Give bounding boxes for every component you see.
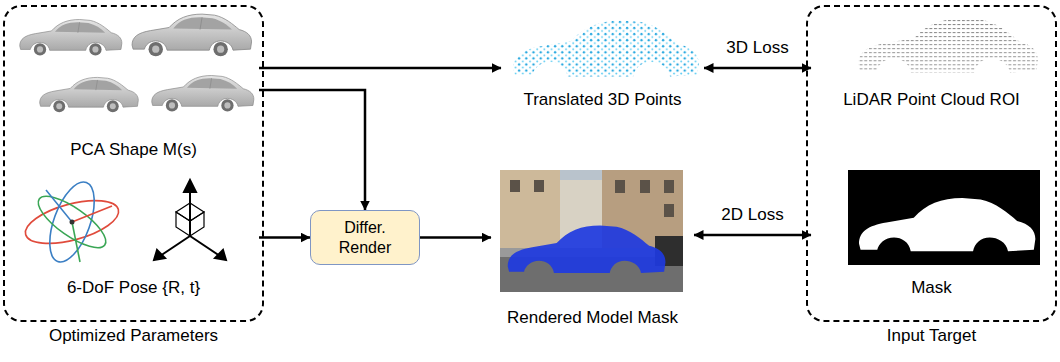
node-label: Differ. Render	[329, 218, 401, 256]
node-label: Rendered Model Mask	[491, 308, 694, 328]
flow-arrow	[259, 67, 501, 70]
car-model	[152, 76, 254, 112]
axis-head	[154, 250, 165, 260]
loss-arrow	[704, 67, 811, 70]
mask-ground	[848, 170, 1040, 265]
sky	[500, 170, 683, 292]
building	[500, 170, 560, 250]
blue-car-mask	[508, 225, 666, 273]
edge-label: 3D Loss	[723, 38, 791, 58]
mask-render-panel: Rendered Model Mask	[491, 168, 694, 330]
cube-face	[176, 212, 190, 236]
flow-arrow	[259, 236, 310, 239]
window	[664, 204, 674, 217]
rendered-photo	[500, 170, 683, 292]
car-models	[20, 14, 254, 112]
parameter-group: Optimized ParametersPCA Shape M(s)6-DoF …	[3, 5, 264, 322]
points-panel: Translated 3D Points	[501, 8, 704, 112]
node-label: LiDAR Point Cloud ROI	[811, 90, 1052, 110]
axis-head	[184, 180, 196, 192]
window	[510, 180, 520, 192]
loss-arrow	[694, 234, 811, 237]
flow-arrow	[259, 90, 365, 210]
point-cloud	[513, 20, 699, 76]
axis-line	[190, 236, 220, 256]
render-box: Differ. Render	[310, 210, 420, 265]
flow-arrow	[420, 236, 491, 239]
car-model	[20, 20, 122, 56]
car-model	[132, 14, 251, 56]
rotation-ring	[21, 192, 123, 252]
cube-face	[190, 212, 204, 236]
mask-panel: Mask	[811, 165, 1052, 300]
lidar-points	[858, 18, 1038, 72]
window	[640, 180, 650, 193]
node-label: Mask	[811, 278, 1052, 298]
axis-origin	[70, 220, 75, 225]
pose-panel: 6-DoF Pose {R, t}	[8, 172, 259, 300]
window	[534, 180, 544, 192]
cube-face	[176, 203, 204, 221]
car-model	[40, 77, 139, 112]
target-group: Input TargetLiDAR Point Cloud ROIMask	[806, 5, 1057, 322]
axis-line	[160, 236, 190, 256]
axis-line	[46, 190, 72, 222]
window	[664, 180, 674, 193]
translation-icon	[154, 180, 226, 260]
lidar-panel: LiDAR Point Cloud ROI	[811, 8, 1052, 112]
shape-panel: PCA Shape M(s)	[8, 8, 259, 162]
axis-line	[72, 206, 112, 222]
node-label: PCA Shape M(s)	[8, 140, 259, 160]
node-label: Translated 3D Points	[501, 90, 704, 110]
rotation-icon	[21, 176, 123, 267]
axis-line	[72, 222, 80, 262]
rotation-ring	[31, 188, 113, 257]
edge-label: 2D Loss	[718, 205, 786, 225]
group-title: Input Target	[808, 326, 1055, 346]
group-title: Optimized Parameters	[5, 326, 262, 346]
node-label: 6-DoF Pose {R, t}	[8, 278, 259, 298]
mask-car	[859, 198, 1035, 251]
axis-head	[215, 250, 226, 260]
window	[615, 180, 625, 193]
mask-image	[848, 170, 1040, 265]
